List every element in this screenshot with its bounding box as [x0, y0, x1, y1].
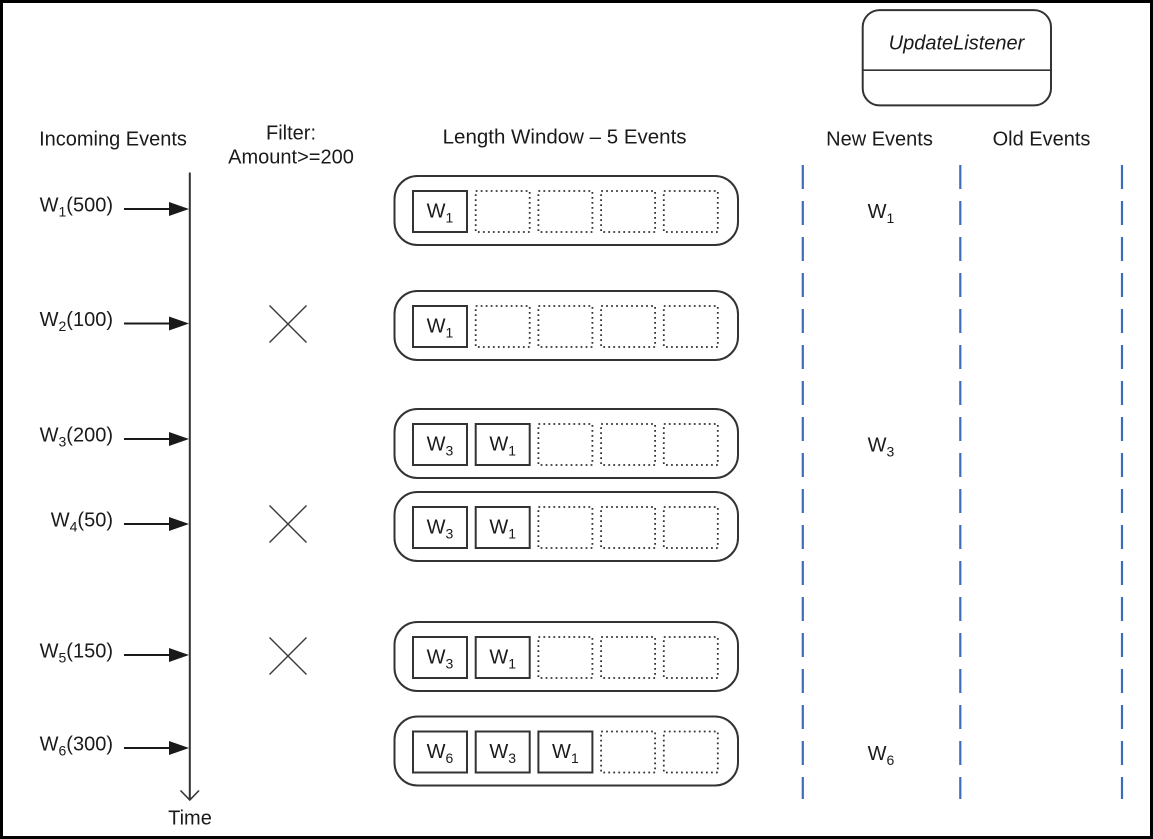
svg-text:W4(50): W4(50) — [51, 510, 113, 535]
svg-text:New Events: New Events — [826, 129, 933, 151]
svg-text:W6(300): W6(300) — [40, 734, 113, 759]
svg-text:W1(500): W1(500) — [40, 195, 113, 220]
svg-text:Old Events: Old Events — [993, 129, 1091, 151]
svg-text:Length Window – 5 Events: Length Window – 5 Events — [443, 126, 687, 149]
svg-text:Amount>=200: Amount>=200 — [228, 147, 354, 169]
svg-text:W5(150): W5(150) — [40, 641, 113, 666]
svg-text:Time: Time — [168, 808, 212, 830]
svg-text:UpdateListener: UpdateListener — [889, 33, 1026, 55]
svg-text:W3(200): W3(200) — [40, 425, 113, 450]
svg-text:Incoming Events: Incoming Events — [39, 129, 187, 151]
svg-text:W2(100): W2(100) — [40, 309, 113, 334]
svg-text:Filter:: Filter: — [266, 123, 316, 145]
